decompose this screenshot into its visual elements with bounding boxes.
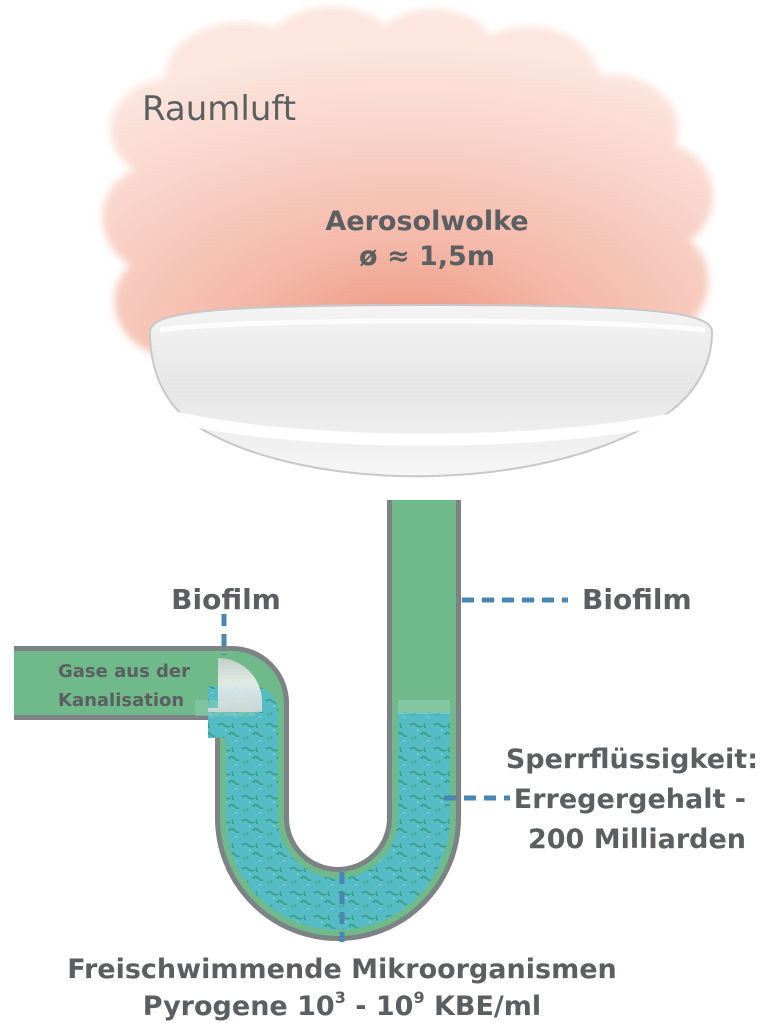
pyrogene-line: Pyrogene 103 - 109 KBE/ml	[143, 988, 541, 1022]
trap-liquid-line3: 200 Milliarden	[528, 824, 746, 855]
gas-label-line2: Kanalisation	[58, 690, 184, 711]
gas-label-line1: Gase aus der	[58, 661, 190, 682]
biofilm-right-label: Biofilm	[582, 583, 692, 616]
sink-basin	[148, 303, 714, 478]
microorganisms-line1: Freischwimmende Mikroorganismen	[67, 954, 617, 985]
aerosol-title: Aerosolwolke	[325, 206, 528, 237]
biofilm-left-label: Biofilm	[171, 583, 281, 616]
pyrogene-suffix: KBE/ml	[425, 991, 542, 1022]
aerosol-cloud	[102, 6, 713, 369]
trap-liquid-line1: Sperrflüssigkeit:	[506, 744, 758, 775]
pyrogene-exp1: 3	[335, 988, 346, 1007]
pyrogene-exp2: 9	[413, 988, 424, 1007]
leader-lines	[221, 597, 568, 942]
drain-trap	[14, 499, 461, 941]
trap-liquid-line2: Erregergehalt -	[514, 784, 746, 815]
pyrogene-prefix: Pyrogene 10	[143, 991, 335, 1022]
pyrogene-mid: - 10	[346, 991, 414, 1022]
room-air-label: Raumluft	[142, 89, 296, 129]
aerosol-size: ø ≈ 1,5m	[359, 241, 495, 272]
